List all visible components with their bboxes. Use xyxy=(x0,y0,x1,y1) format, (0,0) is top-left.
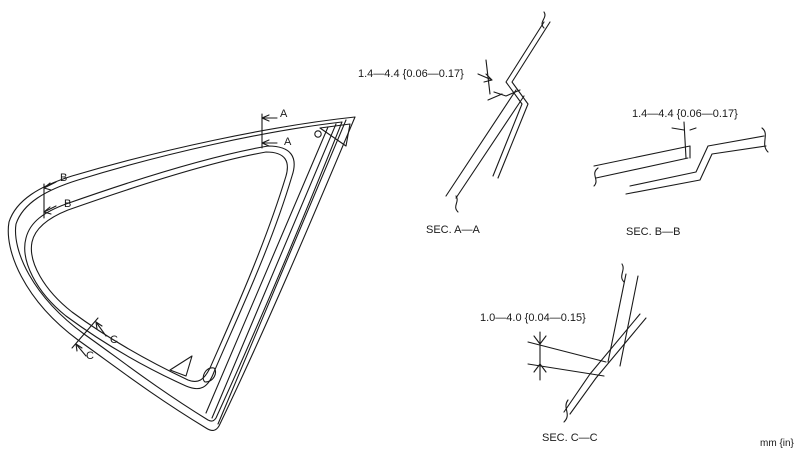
cut-marker-b-bottom: B xyxy=(64,198,72,210)
section-a-dimension: 1.4—4.4 {0.06—0.17} xyxy=(358,68,464,80)
cut-marker-a-top: A xyxy=(280,108,288,120)
section-c-drawing xyxy=(527,263,647,423)
section-c-title: SEC. C—C xyxy=(542,432,598,444)
section-b-dimension: 1.4—4.4 {0.06—0.17} xyxy=(632,108,738,120)
section-b-drawing xyxy=(593,121,769,195)
cut-line-b xyxy=(43,181,57,219)
units-note: mm {in} xyxy=(760,438,794,449)
cut-marker-c-bottom: C xyxy=(86,350,94,362)
section-a-title: SEC. A—A xyxy=(426,224,480,236)
cut-marker-c-top: C xyxy=(110,334,118,346)
cut-line-a xyxy=(261,113,278,149)
section-c-dimension: 1.0—4.0 {0.04—0.15} xyxy=(480,312,586,324)
section-b-title: SEC. B—B xyxy=(626,226,681,238)
section-a-drawing xyxy=(445,11,551,213)
cut-line-c xyxy=(71,317,107,357)
cut-marker-b-top: B xyxy=(60,172,68,184)
quarter-window-glass xyxy=(7,116,356,431)
cut-marker-a-bottom: A xyxy=(284,136,292,148)
